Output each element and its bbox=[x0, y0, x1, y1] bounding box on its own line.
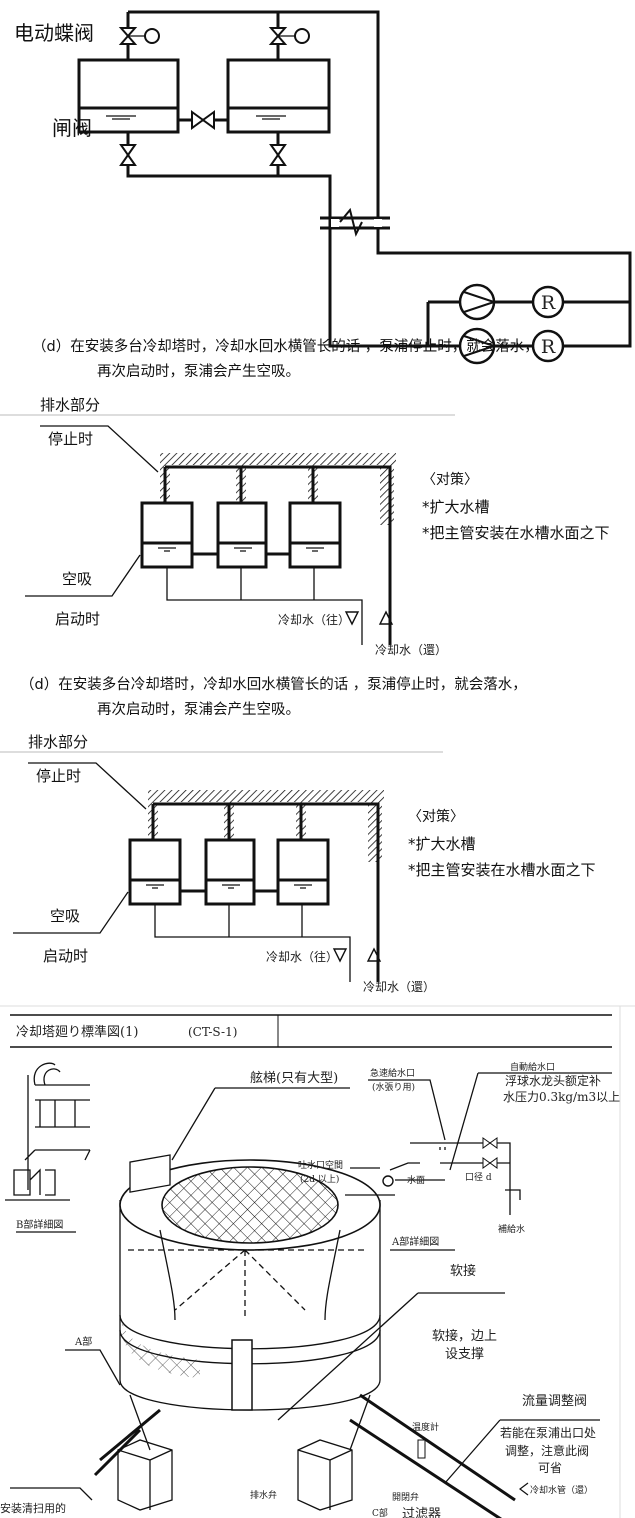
detail-a-label: A部詳細図 bbox=[391, 1235, 439, 1248]
part-c-label: C部 bbox=[372, 1507, 388, 1518]
drain-part-label: 排水部分 bbox=[40, 396, 100, 414]
cooling-tower-tank-1 bbox=[77, 58, 180, 134]
caption-line: 再次启动时，泵浦会产生空吸。 bbox=[97, 701, 300, 718]
air-suction-label: 空吸 bbox=[50, 907, 80, 925]
cooling-water-return-label: 冷却水（還） bbox=[375, 643, 447, 657]
caption-line: （d）在安装多台冷却塔时，冷却水回水横管长的话 ，泵浦停止时，就会落水， bbox=[20, 676, 527, 693]
bore-label: 口径 d bbox=[465, 1171, 492, 1183]
refrigerator-icon: R R bbox=[531, 285, 565, 363]
when-stopped-label: 停止时 bbox=[36, 767, 81, 785]
return-pipe-label: 冷却水管（還） bbox=[530, 1484, 593, 1496]
thermometer-label: 温度計 bbox=[412, 1421, 439, 1433]
countermeasure-title: 〈对策〉 bbox=[408, 808, 464, 825]
cooling-water-return-label: 冷却水（還） bbox=[363, 980, 435, 994]
cooling-tower-piping-diagram: R R 电动蝶阀 闸阀 bbox=[14, 10, 632, 365]
caption-line: （d）在安装多台冷却塔时，冷却水回水横管长的话 ，泵浦停止时，就会落水， bbox=[32, 338, 539, 355]
cooling-tower-tank-2 bbox=[226, 58, 331, 134]
outlet-gap-sub-label: (2d 以上) bbox=[300, 1174, 339, 1185]
caption-line: 再次启动时，泵浦会产生空吸。 bbox=[97, 363, 300, 380]
ladder-label: 舷梯(只有大型) bbox=[250, 1070, 338, 1086]
cooling-tower-tanks bbox=[140, 501, 342, 569]
gate-valve-label: 闸阀 bbox=[52, 116, 92, 140]
drawing-title: 冷却塔廻り標準図(1) bbox=[16, 1024, 138, 1040]
cooling-tower-standard-drawing: 冷却塔廻り標準図(1) (CT-S-1) B部詳細図 bbox=[0, 1005, 635, 1518]
flow-direction-icon bbox=[519, 1482, 529, 1496]
pipe-break-icon bbox=[339, 207, 363, 237]
water-surface-label: 水面 bbox=[407, 1174, 425, 1186]
flow-valve-note: 可省 bbox=[538, 1461, 562, 1475]
flow-valve-note: 调整，注意此阀 bbox=[505, 1443, 589, 1458]
cleaning-label: 安装清扫用的 bbox=[0, 1501, 66, 1515]
when-started-label: 启动时 bbox=[43, 947, 88, 965]
drawing-code: (CT-S-1) bbox=[188, 1025, 237, 1039]
float-note: 浮球水龙头额定补 bbox=[505, 1073, 601, 1088]
countermeasure-item: *把主管安装在水槽水面之下 bbox=[408, 861, 596, 879]
refrigerator-label: R bbox=[541, 292, 556, 314]
drain-valve-label: 排水弁 bbox=[250, 1489, 277, 1501]
gate-valve-icon bbox=[119, 144, 287, 166]
cooling-tower-body bbox=[117, 1154, 381, 1511]
flow-direction-icon bbox=[344, 610, 394, 626]
flow-valve-note: 若能在泵浦出口处 bbox=[500, 1426, 596, 1440]
motor-valve-label: 电动蝶阀 bbox=[14, 21, 94, 45]
balance-valve-icon bbox=[191, 110, 215, 130]
strainer-label: 过滤器 bbox=[402, 1507, 441, 1518]
part-a-label: A部 bbox=[74, 1335, 92, 1348]
refrigerator-label: R bbox=[541, 336, 556, 358]
makeup-water-label: 補給水 bbox=[498, 1223, 525, 1235]
pump-icon bbox=[458, 283, 498, 365]
flow-valve-label: 流量调整阀 bbox=[522, 1394, 587, 1409]
when-started-label: 启动时 bbox=[55, 610, 100, 628]
countermeasure-title: 〈对策〉 bbox=[422, 471, 478, 488]
detail-b-sketch: B部詳細図 bbox=[5, 1062, 91, 1233]
countermeasure-item: *把主管安装在水槽水面之下 bbox=[422, 524, 610, 542]
detail-b-label: B部詳細図 bbox=[16, 1218, 63, 1231]
countermeasure-item: *扩大水槽 bbox=[408, 835, 476, 853]
motor-butterfly-valve-icon bbox=[118, 27, 310, 45]
drain-diagram-repeat: 排水部分 停止时 空吸 启动时 〈对策〉 *扩大水槽 *把主管安装在水槽水面之下… bbox=[0, 733, 596, 994]
float-note: 水压力0.3kg/m3以上 bbox=[503, 1090, 620, 1104]
outlet-gap-label: 吐水口空間 bbox=[298, 1159, 343, 1171]
countermeasure-item: *扩大水槽 bbox=[422, 498, 490, 516]
cooling-water-supply-label: 冷却水（往） bbox=[278, 612, 350, 627]
drain-diagram: 排水部分 停止时 空吸 启动时 〈对策〉 *扩大水槽 *把主管安装在水槽水面之下… bbox=[0, 396, 610, 657]
auto-fill-label: 自動給水口 bbox=[510, 1061, 555, 1073]
cooling-water-supply-label: 冷却水（往） bbox=[266, 949, 338, 964]
air-suction-label: 空吸 bbox=[62, 570, 92, 588]
flow-direction-icon bbox=[332, 947, 382, 963]
quick-fill-label: 急速給水口 bbox=[370, 1067, 415, 1079]
flex-support-note: 设支撑 bbox=[445, 1347, 484, 1362]
flex-support-note: 软接，边上 bbox=[432, 1328, 497, 1344]
flex-joint-label: 软接 bbox=[450, 1263, 476, 1279]
quick-fill-sub-label: (水張り用) bbox=[372, 1081, 415, 1093]
detail-a-sketch bbox=[345, 1137, 521, 1215]
shutoff-valve-label: 開閉弁 bbox=[392, 1491, 419, 1503]
when-stopped-label: 停止时 bbox=[48, 430, 93, 448]
drain-part-label: 排水部分 bbox=[28, 733, 88, 751]
